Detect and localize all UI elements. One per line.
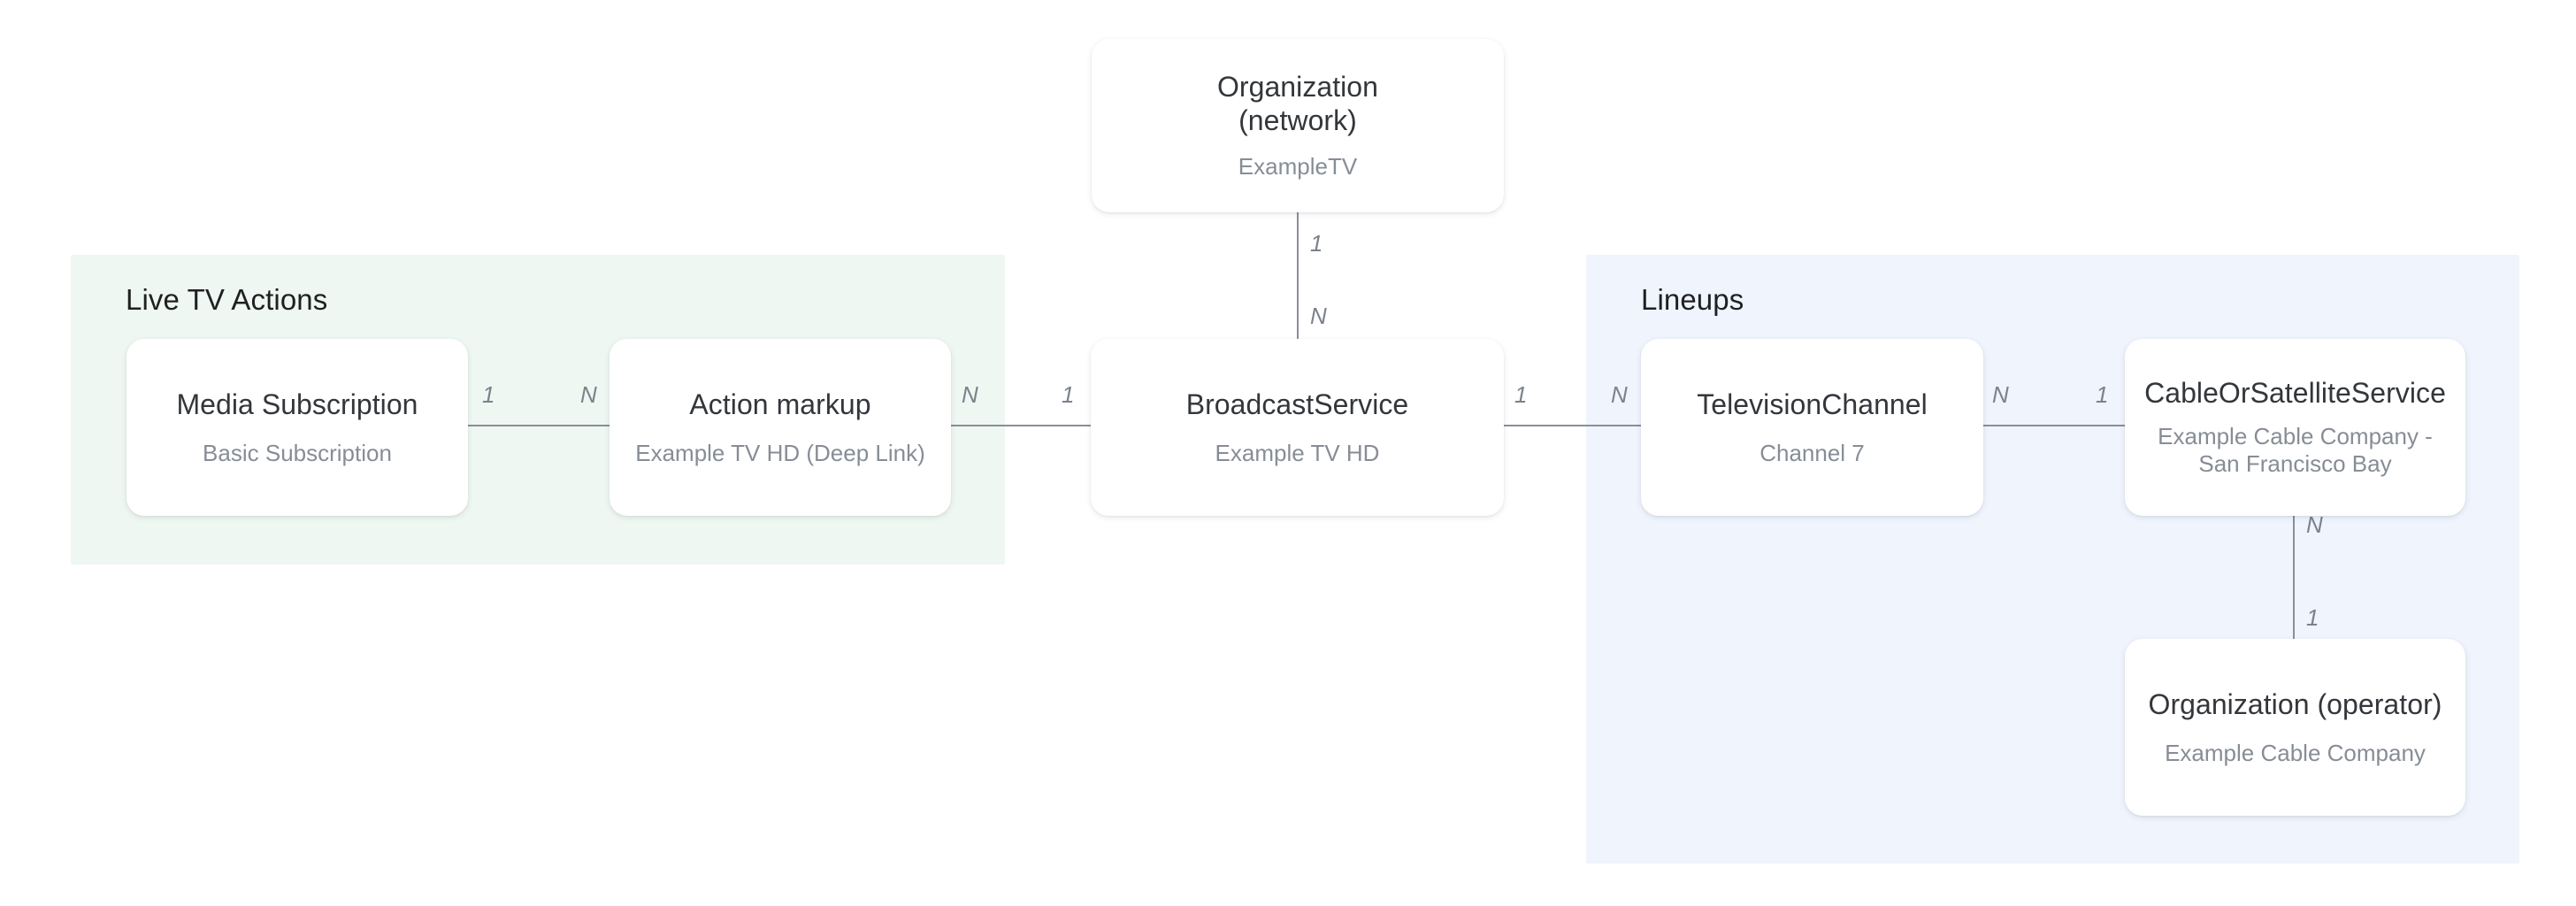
edge-label-cable-satellite-bottom-source: N xyxy=(2306,511,2323,538)
node-action-markup[interactable]: Action markup Example TV HD (Deep Link) xyxy=(610,339,951,516)
node-broadcast-service[interactable]: BroadcastService Example TV HD xyxy=(1091,339,1504,516)
edge-label-broadcast-service-right-source: 1 xyxy=(1514,381,1528,408)
node-cable-or-satellite-service[interactable]: CableOrSatelliteService Example Cable Co… xyxy=(2125,339,2465,516)
node-media-subscription[interactable]: Media Subscription Basic Subscription xyxy=(126,339,468,516)
node-action-markup-title: Action markup xyxy=(689,388,871,420)
node-television-channel-subtitle: Channel 7 xyxy=(1760,439,1865,466)
node-organization-operator[interactable]: Organization (operator) Example Cable Co… xyxy=(2125,639,2465,816)
edge-label-media-subscription-source: 1 xyxy=(482,381,495,408)
edge-label-television-channel-left-target: N xyxy=(1611,381,1628,408)
node-media-subscription-title: Media Subscription xyxy=(176,388,418,420)
node-organization-network-subtitle: ExampleTV xyxy=(1238,153,1358,180)
node-cable-or-satellite-service-title: CableOrSatelliteService xyxy=(2144,377,2446,410)
edge-label-cable-satellite-left-target: 1 xyxy=(2096,381,2109,408)
edge-label-organization-network-source: 1 xyxy=(1310,230,1323,257)
edge-label-action-markup-source: N xyxy=(962,381,978,408)
edge-label-broadcast-service-top-target: N xyxy=(1310,303,1327,329)
edge-organization-network-broadcast-service xyxy=(1297,212,1299,339)
edge-television-channel-cable-satellite xyxy=(1983,425,2125,426)
node-broadcast-service-title: BroadcastService xyxy=(1185,388,1409,420)
node-action-markup-subtitle: Example TV HD (Deep Link) xyxy=(635,439,925,466)
node-television-channel[interactable]: TelevisionChannel Channel 7 xyxy=(1641,339,1983,516)
node-broadcast-service-subtitle: Example TV HD xyxy=(1215,439,1380,466)
group-title-live-tv-actions: Live TV Actions xyxy=(126,283,328,316)
edge-cable-satellite-organization-operator xyxy=(2293,516,2295,639)
edge-label-action-markup-target: N xyxy=(580,381,597,408)
node-media-subscription-subtitle: Basic Subscription xyxy=(203,439,392,466)
edge-action-markup-broadcast-service xyxy=(951,425,1091,426)
edge-media-subscription-action-markup xyxy=(468,425,610,426)
edge-label-television-channel-right-source: N xyxy=(1992,381,2009,408)
node-organization-operator-title: Organization (operator) xyxy=(2148,687,2442,720)
edge-broadcast-service-television-channel xyxy=(1504,425,1641,426)
node-television-channel-title: TelevisionChannel xyxy=(1697,388,1928,420)
edge-label-organization-operator-target: 1 xyxy=(2306,604,2319,631)
edge-label-broadcast-service-left-target: 1 xyxy=(1062,381,1075,408)
node-organization-network-title: Organization (network) xyxy=(1216,70,1379,136)
group-title-lineups: Lineups xyxy=(1641,283,1744,316)
node-cable-or-satellite-service-subtitle: Example Cable Company - San Francisco Ba… xyxy=(2158,423,2433,477)
node-organization-network[interactable]: Organization (network) ExampleTV xyxy=(1092,39,1504,212)
node-organization-operator-subtitle: Example Cable Company xyxy=(2165,739,2426,766)
